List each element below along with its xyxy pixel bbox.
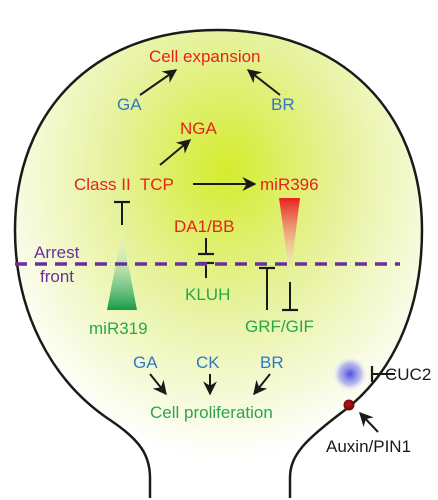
br-bottom-label: BR [260,353,284,372]
arrow-ga-to-proliferation [149,373,167,396]
mir319-gradient [107,232,137,310]
arrow-tcp-to-nga [159,139,192,166]
class2-tcp-label: Class II TCP [74,175,174,194]
ga-top-label: GA [117,95,142,114]
cell-proliferation-label: Cell proliferation [150,403,273,422]
ga-bottom-label: GA [133,353,158,372]
arrow-ga-to-expansion [139,69,178,96]
grf-gif-label: GRF/GIF [245,317,314,336]
nga-label: NGA [180,119,218,138]
arrow-auxin-to-dot [359,411,379,433]
mir396-gradient [279,198,300,278]
ck-bottom-label: CK [196,353,220,372]
arrow-br-to-expansion [246,69,281,96]
arrest-front-label-line2: front [40,267,74,286]
mir396-label: miR396 [260,175,319,194]
arrest-front-label-line1: Arrest [34,243,80,262]
arrow-br-to-proliferation [253,373,271,396]
mir319-label: miR319 [89,319,148,338]
da1-bb-label: DA1/BB [174,217,234,236]
cuc2-label: CUC2 [385,365,431,384]
cuc2-domain [332,356,368,392]
auxin-maximum [343,399,355,411]
cell-expansion-label: Cell expansion [149,47,261,66]
kluh-label: KLUH [185,285,230,304]
auxin-pin1-label: Auxin/PIN1 [326,437,411,456]
br-top-label: BR [271,95,295,114]
